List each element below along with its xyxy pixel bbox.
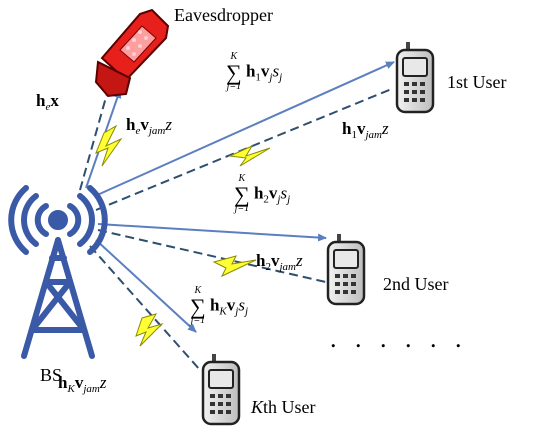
lightning-eve <box>95 124 123 167</box>
eq-sum-userK: K∑j=1 hKvjsj <box>190 285 248 327</box>
eq-hK-vjam-z: hKvjamz <box>58 373 107 395</box>
eq-he-vjam-z: hevjamz <box>126 115 172 137</box>
user1-label: 1st User <box>447 72 507 92</box>
eavesdropper-phone-icon <box>94 8 170 98</box>
link-bs-user2 <box>97 223 327 242</box>
more-users-ellipsis: . . . . . . <box>330 324 468 353</box>
bs-label: BS <box>40 365 63 385</box>
lightning-userK <box>135 313 164 347</box>
jam-bs-userK <box>89 245 201 371</box>
eavesdropper-label: Eavesdropper <box>174 5 273 25</box>
lightning-user2 <box>212 255 257 278</box>
bs-tower-icon <box>8 185 108 359</box>
eq-h2-vjam-z: h2vjamz <box>256 251 303 273</box>
user1-phone-icon <box>395 42 435 114</box>
userK-phone-icon <box>201 354 241 426</box>
eq-sum-user1: K∑j=1 h1vjsj <box>226 51 283 93</box>
link-bs-user1 <box>94 61 395 197</box>
user2-label: 2nd User <box>383 274 449 294</box>
eq-he-x: hex <box>36 91 59 113</box>
link-bs-userK <box>95 239 197 333</box>
jam-bs-eve <box>79 89 109 191</box>
jam-bs-user2 <box>97 229 331 284</box>
signal-links <box>85 61 395 333</box>
eq-sum-user2: K∑j=1 h2vjsj <box>234 173 291 215</box>
user2-phone-icon <box>326 234 366 306</box>
userK-label: Kth User <box>251 397 316 417</box>
lightning-bolts <box>95 124 271 347</box>
lightning-user1 <box>228 144 271 167</box>
eq-h1-vjam-z: h1vjamz <box>342 119 389 141</box>
